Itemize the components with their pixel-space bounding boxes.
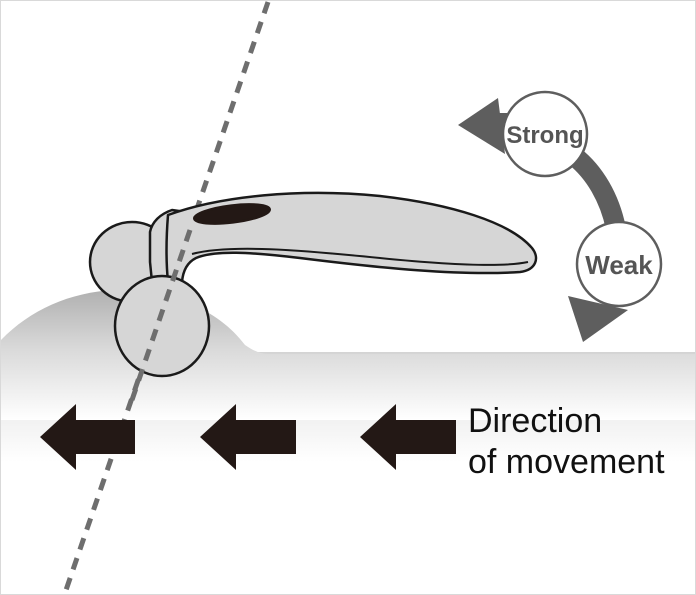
- arrow-left-icon: [360, 404, 456, 470]
- movement-arrows: [40, 404, 456, 470]
- arrow-left-icon: [40, 404, 135, 470]
- weak-label: Weak: [585, 250, 653, 280]
- dashed-axis-overlay: [129, 229, 193, 401]
- strong-circle: Strong: [501, 90, 589, 178]
- direction-label-line1: Direction: [468, 402, 602, 440]
- face-roller-icon: [88, 191, 538, 378]
- arrow-left-icon: [200, 404, 296, 470]
- handle-edge-line: [191, 247, 529, 266]
- strength-arrow-head-top: [458, 98, 505, 154]
- strength-arrow-head-bottom: [568, 296, 628, 342]
- handle-slot: [193, 203, 271, 225]
- weak-circle: Weak: [575, 220, 663, 308]
- front-roller-ball: [113, 274, 211, 378]
- direction-label-line2: of movement: [468, 443, 665, 481]
- strong-label: Strong: [506, 122, 583, 149]
